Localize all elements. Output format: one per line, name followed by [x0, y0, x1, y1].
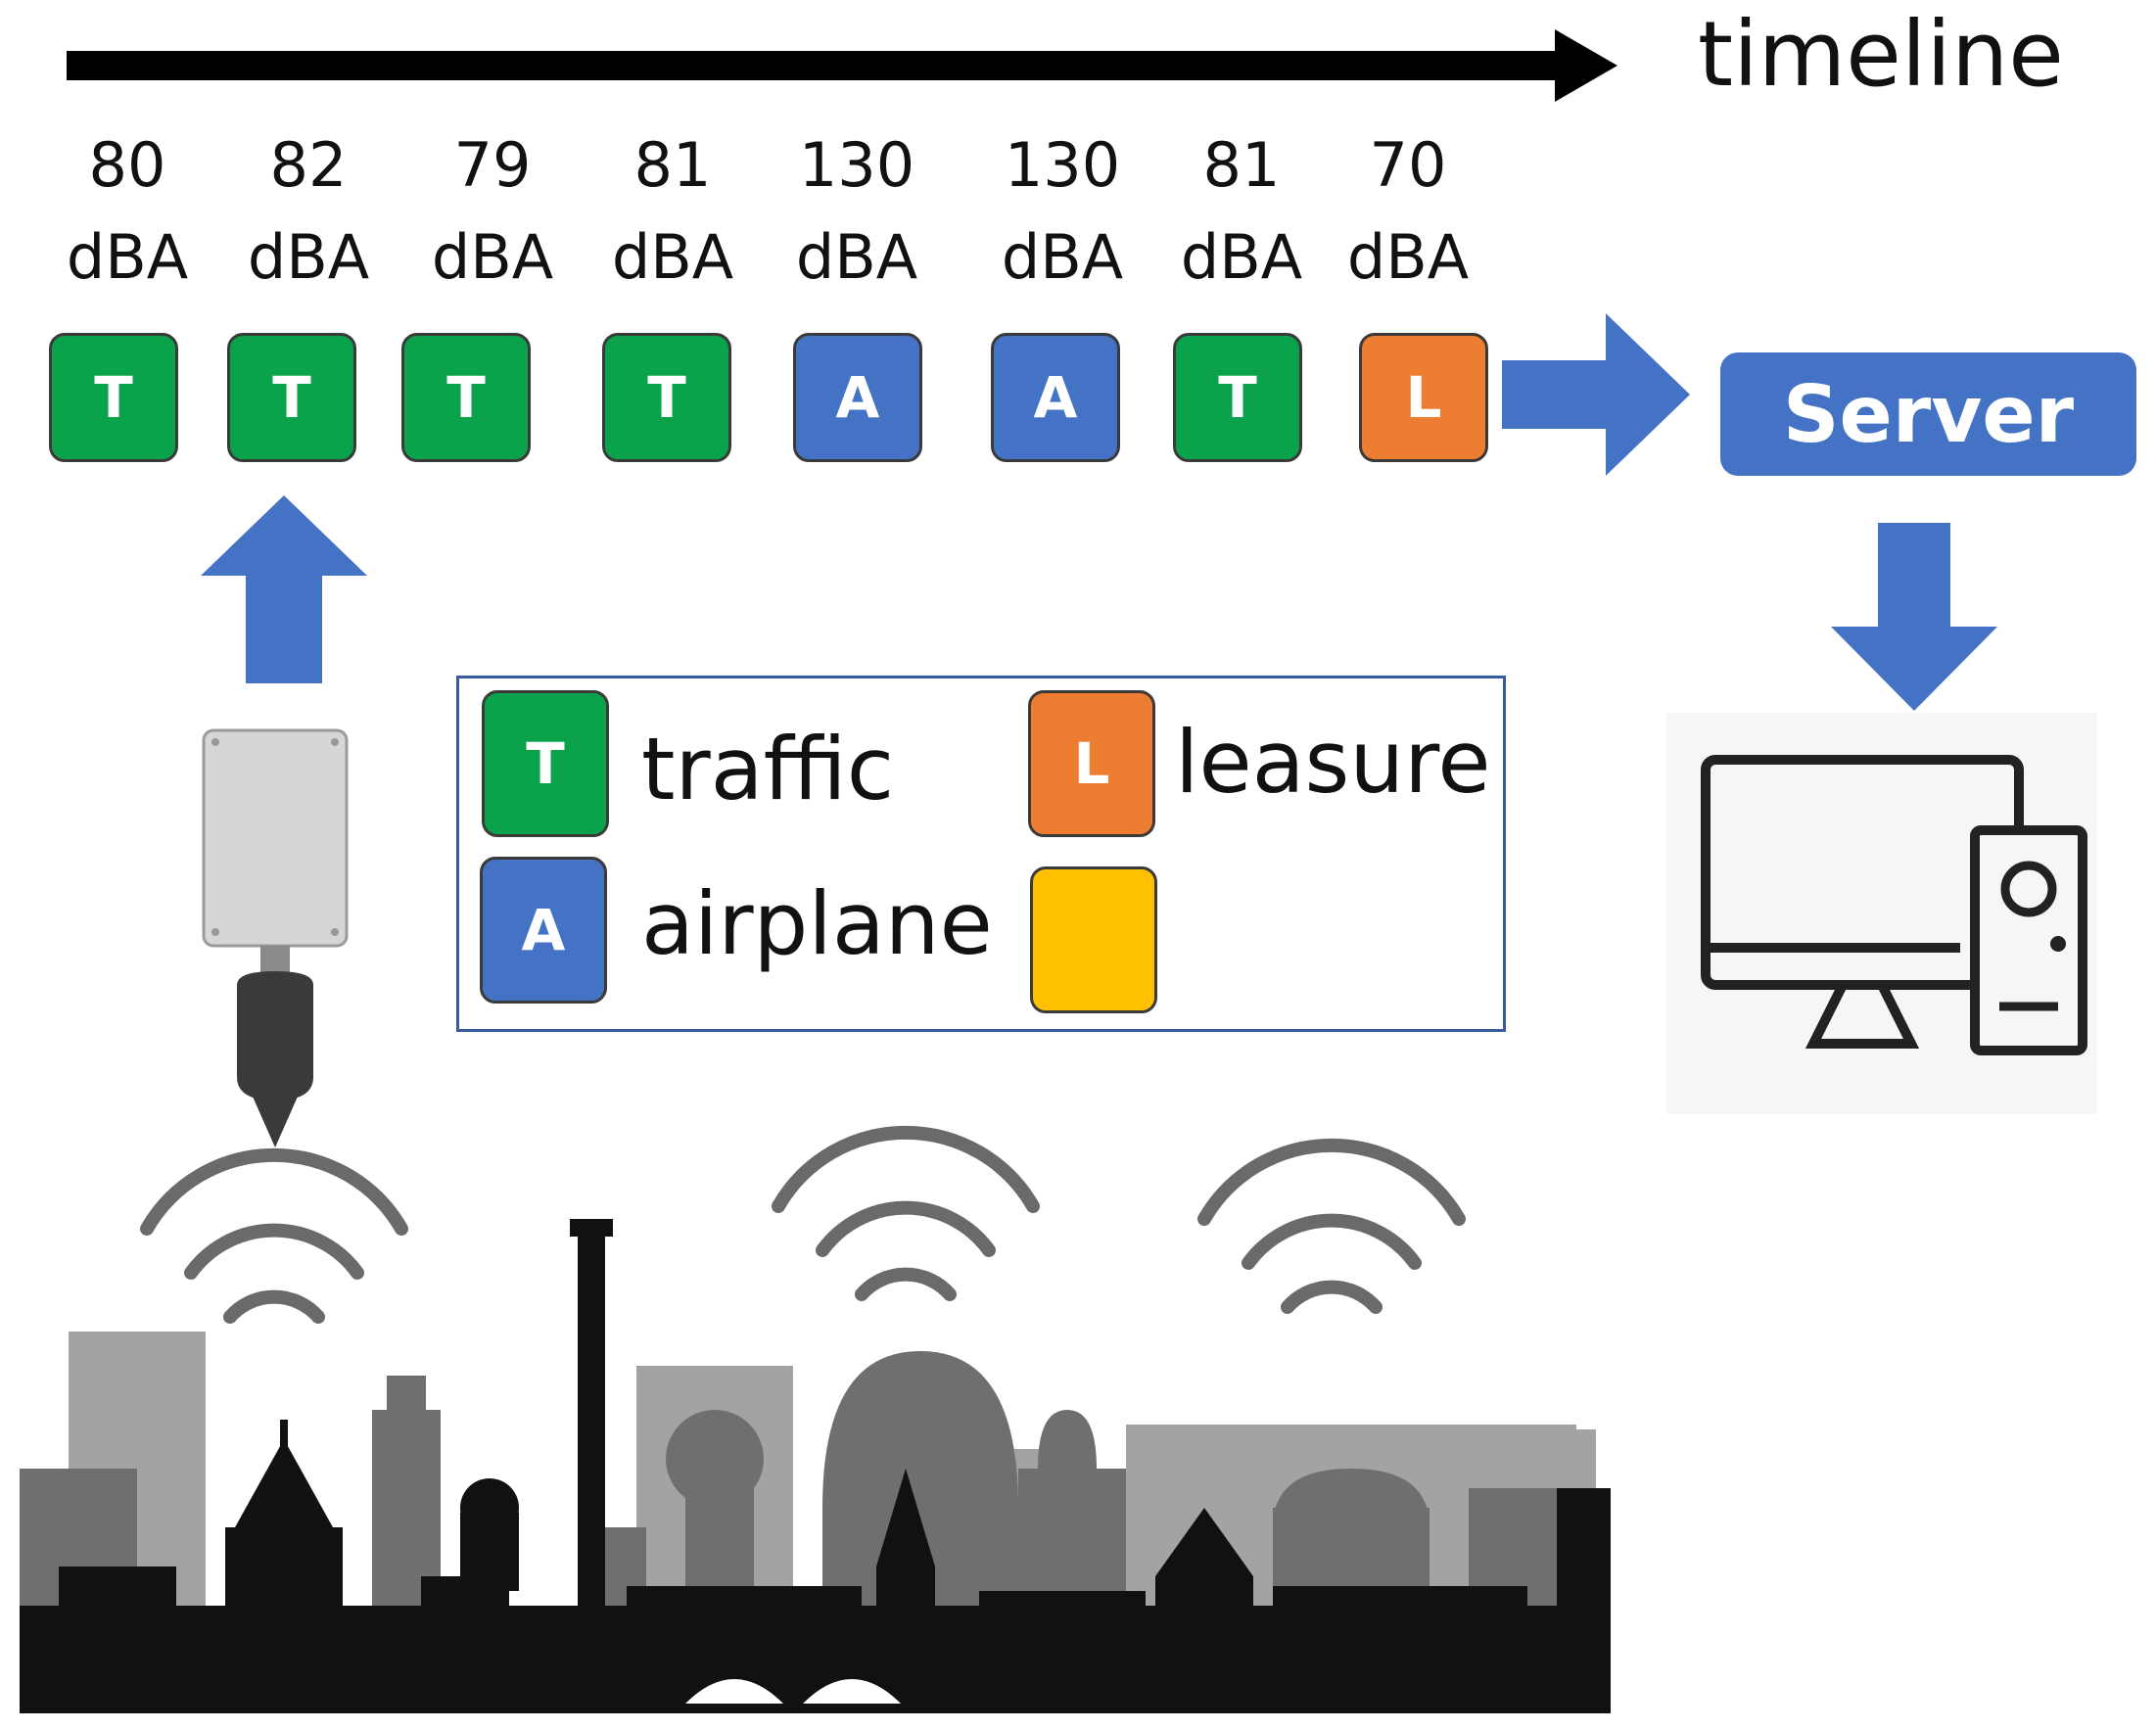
noise-level-value: 70 [1369, 129, 1447, 201]
noise-level-4: 81 dBA [589, 119, 756, 304]
down-arrow-icon [1831, 523, 1997, 711]
noise-level-2: 82 dBA [225, 119, 392, 304]
up-arrow-icon [201, 495, 367, 683]
noise-level-unit: dBA [795, 221, 918, 293]
noise-level-unit: dBA [1180, 221, 1303, 293]
noise-level-value: 79 [453, 129, 532, 201]
event-badge-6: A [991, 333, 1120, 462]
noise-level-5: 130 dBA [773, 119, 940, 304]
wifi-signal-icon [140, 1147, 408, 1324]
legend-box [456, 676, 1506, 1032]
legend-label-1: traffic [641, 719, 895, 819]
event-badge-3: T [401, 333, 531, 462]
event-badge-1: T [49, 333, 178, 462]
legend-swatch-3: A [480, 857, 607, 1004]
noise-level-7: 81 dBA [1158, 119, 1325, 304]
wifi-signal-icon [1197, 1138, 1466, 1314]
timeline-arrow-icon [67, 29, 1617, 102]
legend-swatch-4 [1030, 866, 1157, 1013]
noise-level-value: 82 [269, 129, 348, 201]
noise-level-1: 80 dBA [44, 119, 211, 304]
noise-level-value: 130 [798, 129, 915, 201]
legend-label-3: airplane [641, 873, 993, 974]
event-badge-5: A [793, 333, 922, 462]
noise-level-value: 81 [633, 129, 712, 201]
noise-level-unit: dBA [66, 221, 189, 293]
legend-swatch-1: T [482, 690, 609, 837]
noise-level-value: 81 [1202, 129, 1281, 201]
event-badge-8: L [1359, 333, 1488, 462]
noise-level-unit: dBA [1346, 221, 1470, 293]
noise-level-unit: dBA [247, 221, 370, 293]
send-arrow-icon [1502, 313, 1690, 476]
noise-level-3: 79 dBA [409, 119, 576, 304]
event-badge-7: T [1173, 333, 1302, 462]
noise-level-unit: dBA [611, 221, 734, 293]
timeline-title: timeline [1698, 2, 2064, 107]
noise-sensor-icon [202, 728, 349, 1147]
event-badge-2: T [227, 333, 356, 462]
noise-level-value: 80 [88, 129, 166, 201]
noise-level-value: 130 [1004, 129, 1121, 201]
wifi-signal-icon [772, 1125, 1040, 1301]
legend-label-2: leasure [1175, 712, 1491, 813]
noise-level-unit: dBA [1001, 221, 1124, 293]
noise-level-6: 130 dBA [979, 119, 1146, 304]
legend-swatch-2: L [1028, 690, 1155, 837]
event-badge-4: T [602, 333, 731, 462]
desktop-computer-icon [1666, 713, 2097, 1114]
server-box: Server [1720, 352, 2136, 476]
noise-level-unit: dBA [431, 221, 554, 293]
noise-level-8: 70 dBA [1325, 119, 1491, 304]
